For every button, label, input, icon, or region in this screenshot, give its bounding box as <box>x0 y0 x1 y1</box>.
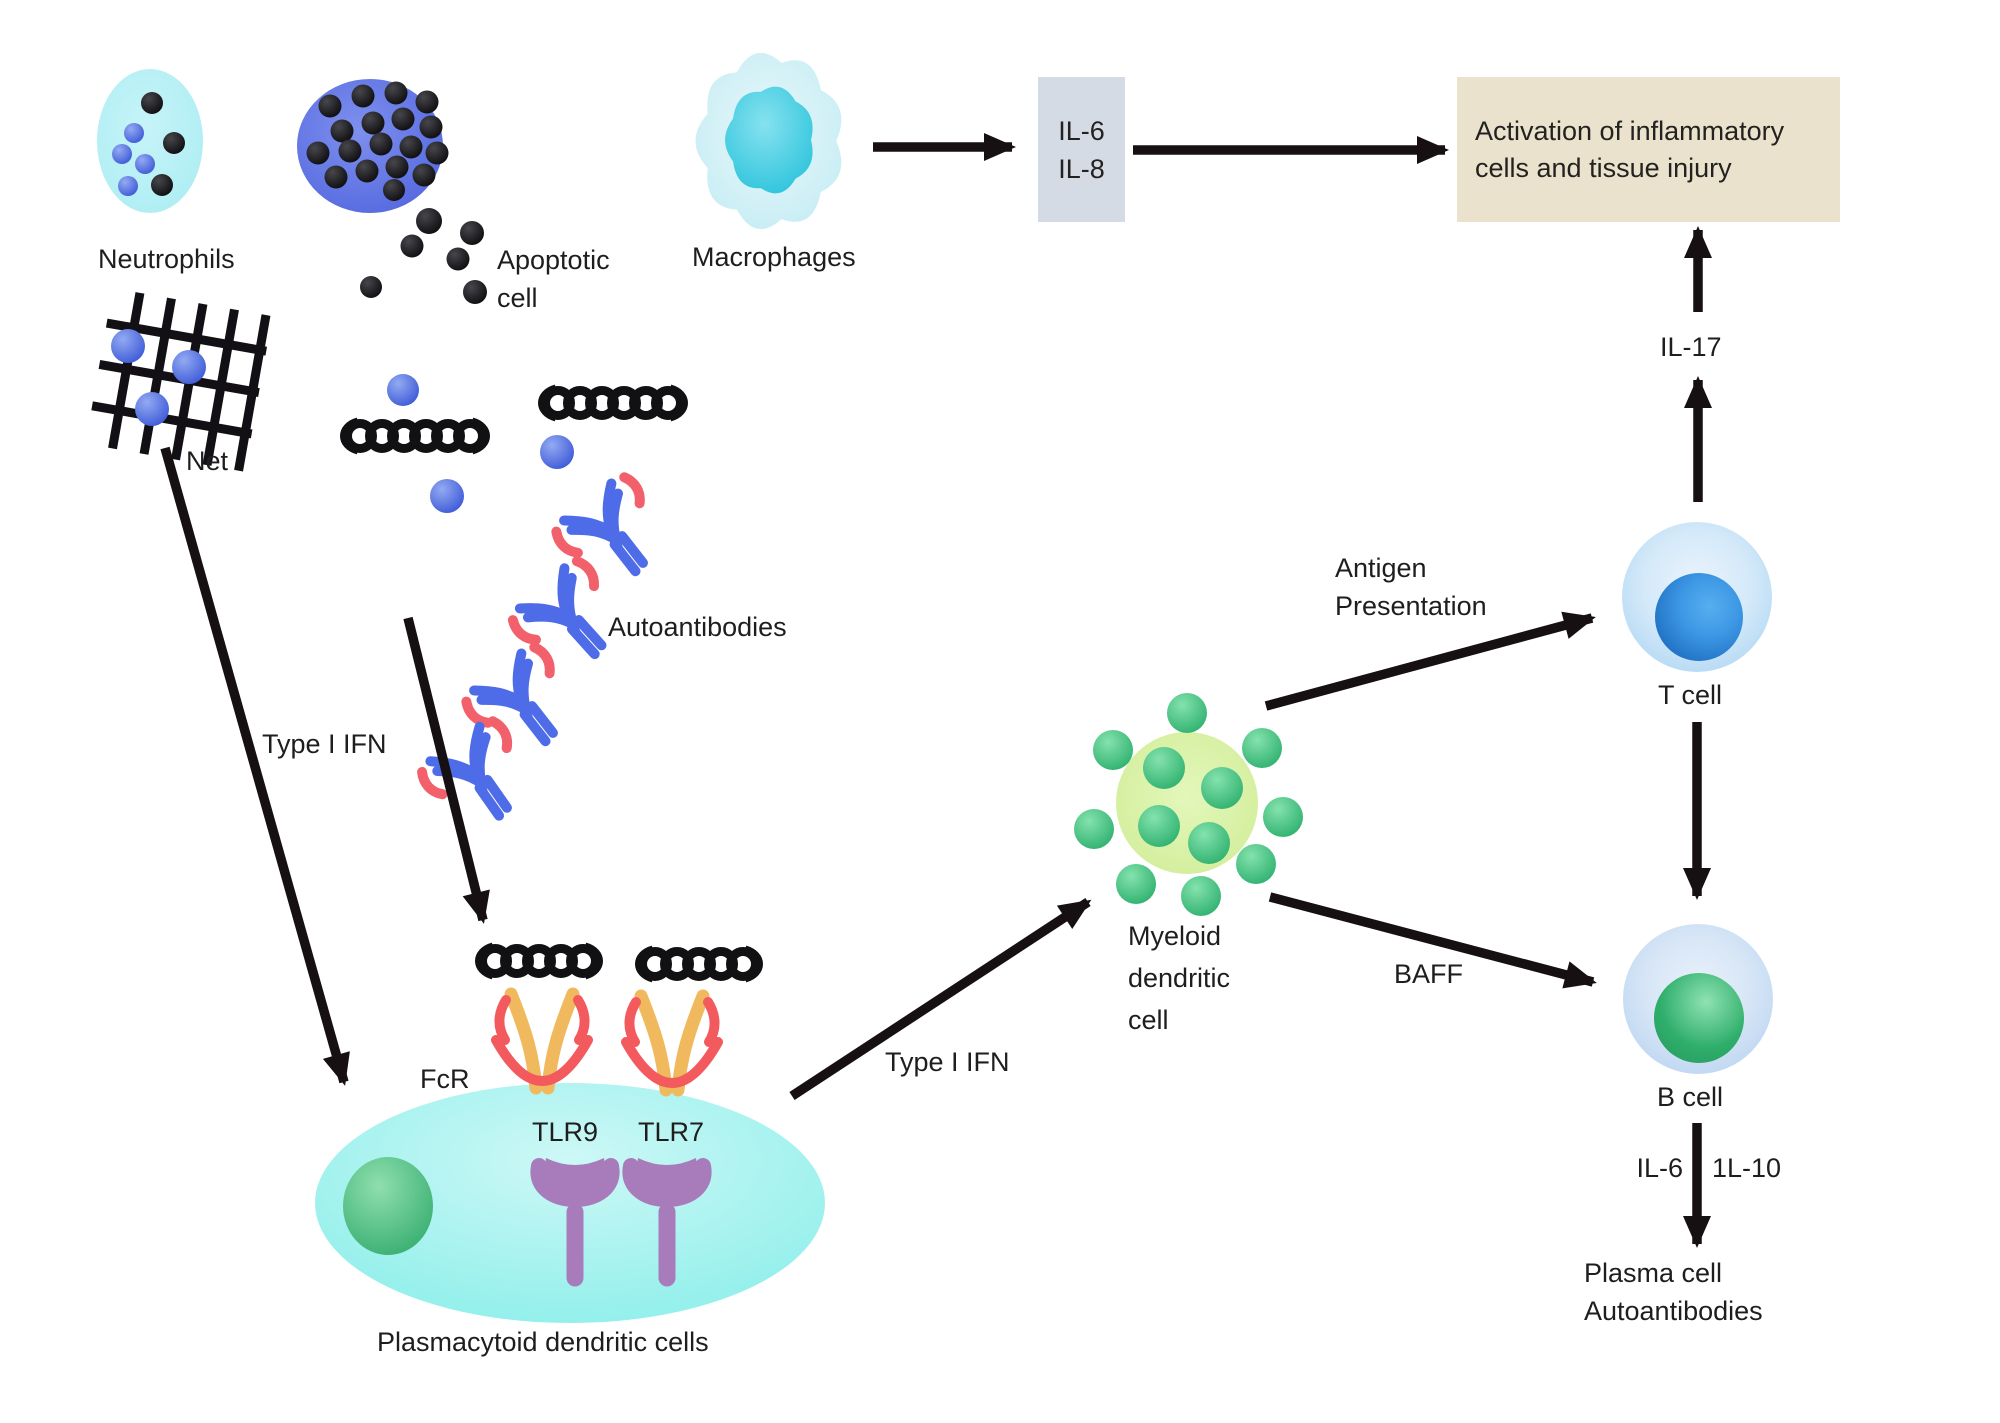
label-type-i-ifn-left: Type I IFN <box>262 729 387 759</box>
antigen-sphere-icon <box>387 374 574 513</box>
fcr-receptor-icon <box>496 994 718 1090</box>
mdc-cell-icon <box>1074 693 1303 916</box>
label-t-cell: T cell <box>1658 680 1723 710</box>
arrow-antigen-presentation <box>1264 611 1596 711</box>
b-cell-icon <box>1623 924 1773 1074</box>
arrow-antibodies-to-dna <box>403 616 490 924</box>
autoantibody-icon <box>417 473 677 840</box>
label-tlr9: TLR9 <box>532 1117 599 1147</box>
label-plasmacytoid-dendritic-cells: Plasmacytoid dendritic cells <box>377 1327 709 1357</box>
dna-strand-icon <box>635 945 763 983</box>
label-type-i-ifn-pdc: Type I IFN <box>885 1047 1010 1077</box>
label-myeloid-dendritic-cell: Myeloid dendritic cell <box>1128 921 1231 1035</box>
label-il6-bcell: IL-6 <box>1636 1153 1683 1183</box>
label-il17: IL-17 <box>1660 332 1722 362</box>
label-macrophages: Macrophages <box>692 242 856 272</box>
t-cell-icon <box>1622 522 1772 672</box>
label-antigen-presentation: Antigen Presentation <box>1335 553 1487 621</box>
arrow-net-to-pdc <box>160 446 350 1086</box>
label-b-cell: B cell <box>1657 1082 1724 1112</box>
label-plasma-cell: Plasma cell Autoantibodies <box>1584 1258 1763 1326</box>
apoptotic-cell-icon <box>297 79 487 304</box>
label-fcr: FcR <box>420 1064 470 1094</box>
label-il10-bcell: 1L-10 <box>1712 1153 1782 1183</box>
dna-strand-icon <box>475 942 603 980</box>
label-tlr7: TLR7 <box>638 1117 705 1147</box>
dna-strand-icon <box>340 417 490 455</box>
neutrophil-cell-icon <box>97 69 203 213</box>
label-apoptotic-cell: Apoptotic cell <box>497 245 610 313</box>
label-baff: BAFF <box>1394 959 1464 989</box>
arrow-type1ifn-pdc-to-mdc <box>789 898 1092 1100</box>
net-icon <box>91 292 271 472</box>
label-net: Net <box>186 446 229 476</box>
arrow-baff <box>1268 892 1597 989</box>
macrophage-icon <box>695 52 842 230</box>
label-autoantibodies: Autoantibodies <box>608 612 787 642</box>
cytokine-box: IL-6 IL-8 <box>1038 77 1125 222</box>
label-neutrophils: Neutrophils <box>98 244 235 274</box>
activation-box: Activation of inflammatory cells and tis… <box>1457 77 1840 222</box>
dna-strand-icon <box>538 384 688 422</box>
